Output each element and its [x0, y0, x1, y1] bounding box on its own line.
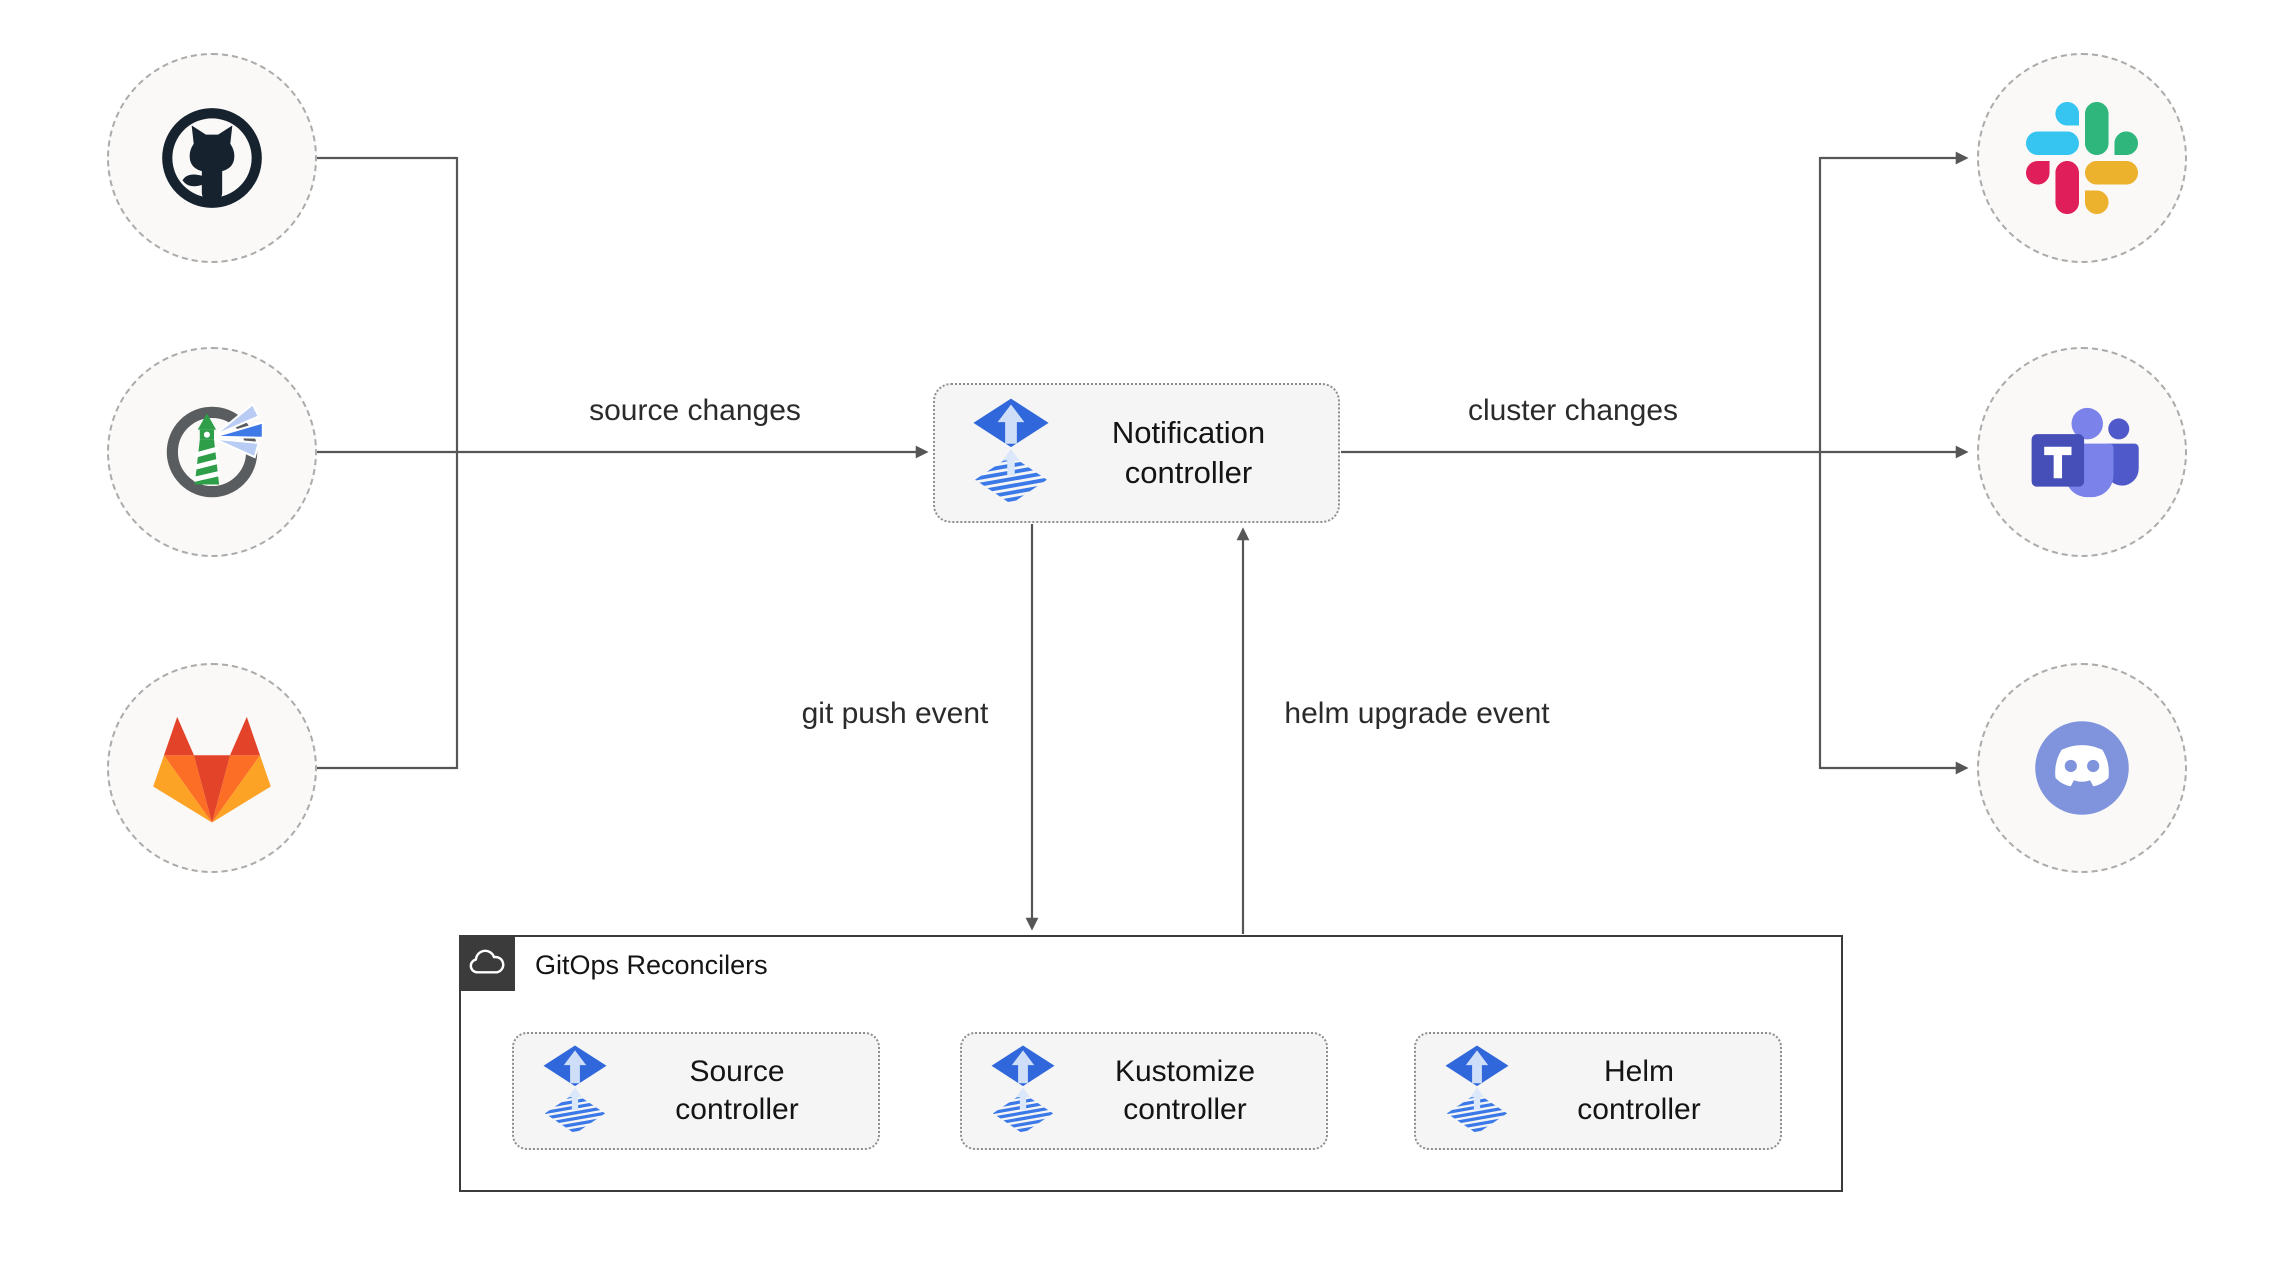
node-teams	[1977, 347, 2187, 557]
teams-icon	[2031, 407, 2139, 498]
node-gitlab	[107, 663, 317, 873]
node-discord	[1977, 663, 2187, 873]
edge-label-git-push-event: git push event	[801, 697, 989, 730]
harbor-icon	[166, 402, 264, 498]
node-github	[107, 53, 317, 263]
cloud-icon	[467, 948, 507, 978]
node-harbor	[107, 347, 317, 557]
node-source-controller: Source controller	[512, 1032, 880, 1150]
flux-icon	[988, 1044, 1058, 1138]
helm-controller-label: Helm controller	[1577, 1054, 1701, 1126]
gitops-reconcilers-title: GitOps Reconcilers	[535, 949, 768, 980]
slack-icon	[2026, 102, 2138, 214]
flux-icon	[1442, 1044, 1512, 1138]
source-controller-label: Source controller	[675, 1054, 799, 1126]
flux-icon	[540, 1044, 610, 1138]
discord-icon	[2035, 721, 2129, 815]
node-slack	[1977, 53, 2187, 263]
edge-label-source-changes: source changes	[589, 394, 801, 427]
edge-label-cluster-changes: cluster changes	[1467, 394, 1679, 427]
node-kustomize-controller: Kustomize controller	[960, 1032, 1328, 1150]
gitlab-icon	[153, 716, 271, 822]
node-helm-controller: Helm controller	[1414, 1032, 1782, 1150]
gitops-reconcilers-container: GitOps Reconcilers Source controller Kus…	[459, 935, 1843, 1192]
edge-label-helm-upgrade-event: helm upgrade event	[1284, 697, 1550, 730]
github-icon	[162, 108, 262, 208]
kustomize-controller-label: Kustomize controller	[1114, 1054, 1256, 1126]
flux-icon	[969, 397, 1053, 509]
notification-controller-label: Notification controller	[1111, 415, 1266, 490]
node-notification-controller: Notification controller	[933, 383, 1340, 523]
gitops-corner-badge	[459, 935, 515, 991]
